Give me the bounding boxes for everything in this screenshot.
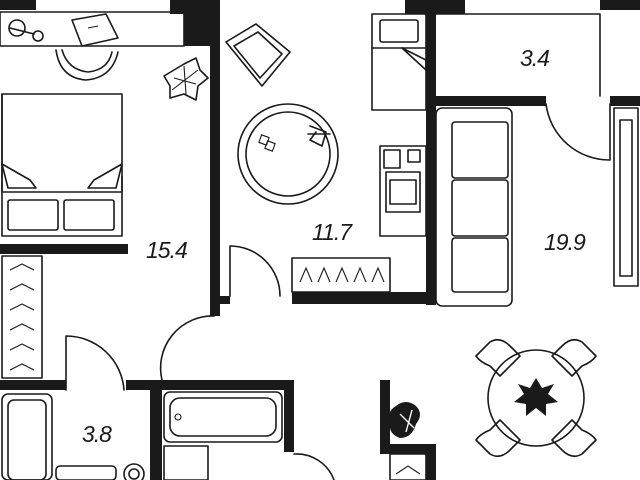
living-furniture: [159, 107, 639, 480]
bathtub-icon: [163, 391, 283, 443]
balcony-area-label: 3.4: [520, 45, 549, 71]
plant-icon-2: [388, 402, 420, 438]
wardrobe-icon: [1, 255, 43, 379]
round-rug-icon: [237, 103, 339, 205]
room-area-label: 11.7: [312, 219, 353, 245]
room-furniture: [225, 13, 427, 297]
single-bed-icon: [371, 13, 427, 111]
sofa-icon: [435, 107, 513, 307]
dining-table-icon: [475, 338, 597, 458]
bathroom-area-label: 3.8: [82, 421, 112, 447]
armchair-icon: [225, 23, 291, 87]
bedroom-furniture: [0, 11, 209, 379]
desk-chair-icon: [379, 145, 427, 237]
wardrobe-icon-room: [291, 257, 391, 293]
bedroom-area-label: 15.4: [146, 237, 187, 263]
bathroom-furniture: [1, 335, 335, 480]
balcony: [435, 13, 611, 161]
living-area-label: 19.9: [544, 229, 586, 255]
plant-icon: [163, 57, 209, 101]
bed-icon: [1, 93, 123, 237]
